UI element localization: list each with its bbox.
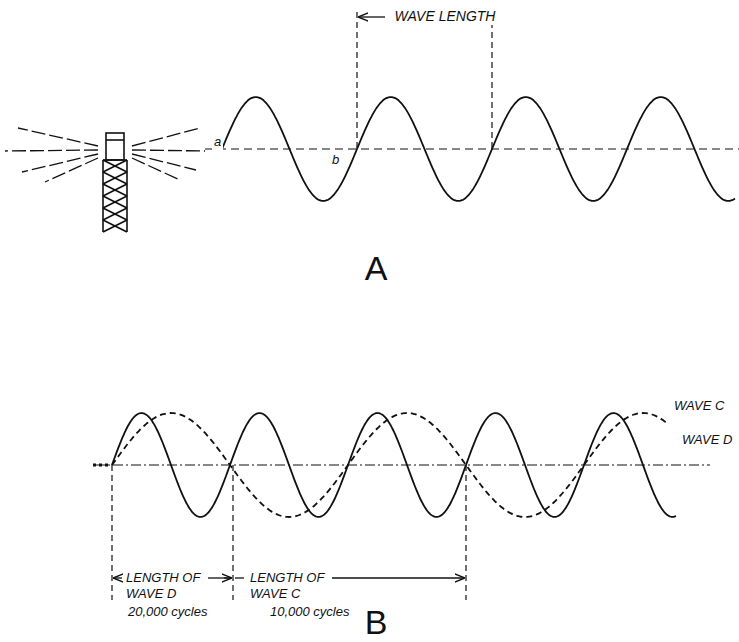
- radiation-rays: [5, 128, 205, 182]
- dimension-arrow: [114, 577, 122, 578]
- tower-brace: [106, 139, 124, 141]
- dimension-line: [465, 465, 466, 600]
- dimension-arrow: [224, 577, 231, 578]
- axis-line: [95, 464, 710, 465]
- frequency-label: 10,000 cycles: [268, 604, 352, 620]
- axis-line: [205, 148, 739, 149]
- dimension-label: WAVE LENGTH: [393, 8, 498, 25]
- tower-brace: [103, 208, 127, 220]
- point-label: b: [330, 152, 341, 168]
- frequency-label: 20,000 cycles: [126, 604, 210, 620]
- tower-brace: [103, 208, 127, 220]
- tower-brace: [103, 184, 127, 196]
- figure-letter: B: [363, 602, 390, 642]
- tower-brace: [103, 160, 127, 172]
- tower-brace: [103, 196, 127, 208]
- point-label: a: [212, 134, 223, 150]
- dimension-arrow: [235, 577, 244, 578]
- dimension-line: [491, 12, 492, 149]
- dimension-line: [232, 465, 233, 600]
- wave-label: WAVE C: [672, 398, 726, 414]
- figure-letter: A: [363, 248, 390, 289]
- antenna-tower: [103, 133, 127, 232]
- radio-wave: [222, 97, 735, 201]
- tower-brace: [103, 184, 127, 196]
- tower-brace: [103, 172, 127, 184]
- tower-brace: [103, 220, 127, 232]
- tower-brace: [103, 172, 127, 184]
- dimension-arrow: [332, 577, 464, 578]
- dimension-arrow: [207, 577, 231, 578]
- tower-brace: [103, 196, 127, 208]
- dimension-arrow: [359, 16, 385, 17]
- wave-d: [112, 413, 676, 517]
- wave-label: WAVE D: [680, 432, 734, 448]
- tower-brace: [103, 220, 127, 232]
- dimension-line: [356, 12, 357, 149]
- axis-line: [93, 464, 110, 467]
- dimension-label: LENGTH OF WAVE C: [248, 570, 332, 601]
- dimension-line: [111, 465, 112, 600]
- tower-brace: [103, 160, 127, 172]
- dimension-label: LENGTH OF WAVE D: [124, 570, 208, 601]
